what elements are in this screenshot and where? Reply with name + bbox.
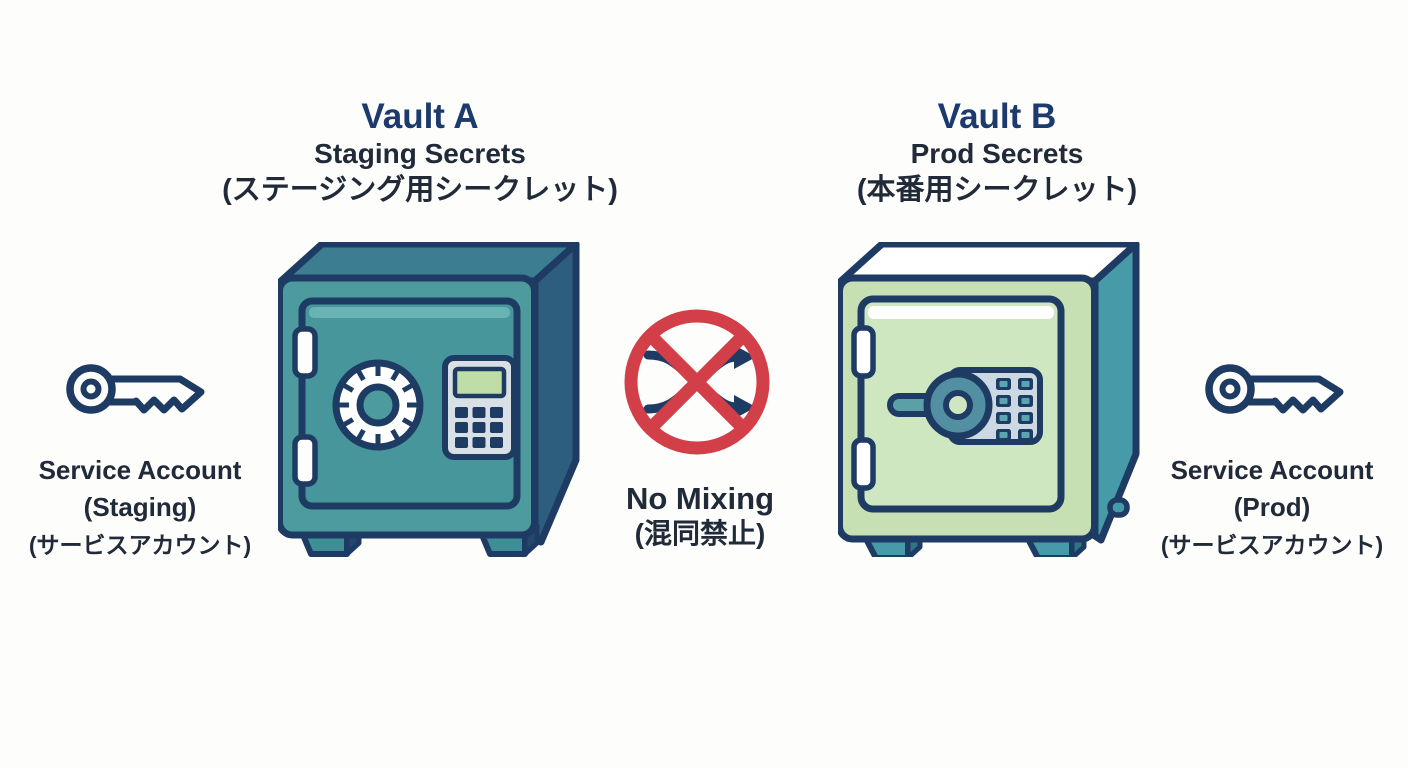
vault-b-safe-illustration xyxy=(838,242,1140,557)
vault-a-safe-illustration xyxy=(278,242,580,557)
vault-b-subtitle: Prod Secrets xyxy=(910,138,1084,169)
no-mixing-label-block: No Mixing (混同禁止) xyxy=(590,481,810,551)
vault-b-title: Vault B xyxy=(937,97,1057,136)
vault-a-title-block: Vault A Staging Secrets (ステージング用シークレット) xyxy=(170,97,670,209)
no-mixing-label: No Mixing xyxy=(625,481,775,516)
service-account-prod-label-block: Service Account (Prod) (サービスアカウント) xyxy=(1132,452,1408,562)
service-account-prod-japanese: (サービスアカウント) xyxy=(1160,532,1384,558)
vault-b-title-block: Vault B Prod Secrets (本番用シークレット) xyxy=(747,97,1247,209)
key-icon xyxy=(1205,364,1344,414)
service-account-staging-line2: (Staging) xyxy=(83,492,197,522)
service-account-staging-japanese: (サービスアカウント) xyxy=(28,532,252,558)
service-account-prod-line2: (Prod) xyxy=(1233,492,1311,522)
service-account-staging-line1: Service Account xyxy=(38,455,242,485)
vault-b-subtitle-japanese: (本番用シークレット) xyxy=(856,174,1138,206)
service-account-prod-line1: Service Account xyxy=(1170,455,1374,485)
key-icon xyxy=(66,364,205,414)
vault-a-subtitle-japanese: (ステージング用シークレット) xyxy=(222,174,618,206)
vault-a-title: Vault A xyxy=(361,97,479,136)
service-account-staging-label-block: Service Account (Staging) (サービスアカウント) xyxy=(0,452,280,562)
no-mixing-icon xyxy=(624,309,770,455)
no-mixing-label-japanese: (混同禁止) xyxy=(634,518,766,549)
vault-a-subtitle: Staging Secrets xyxy=(314,138,526,169)
